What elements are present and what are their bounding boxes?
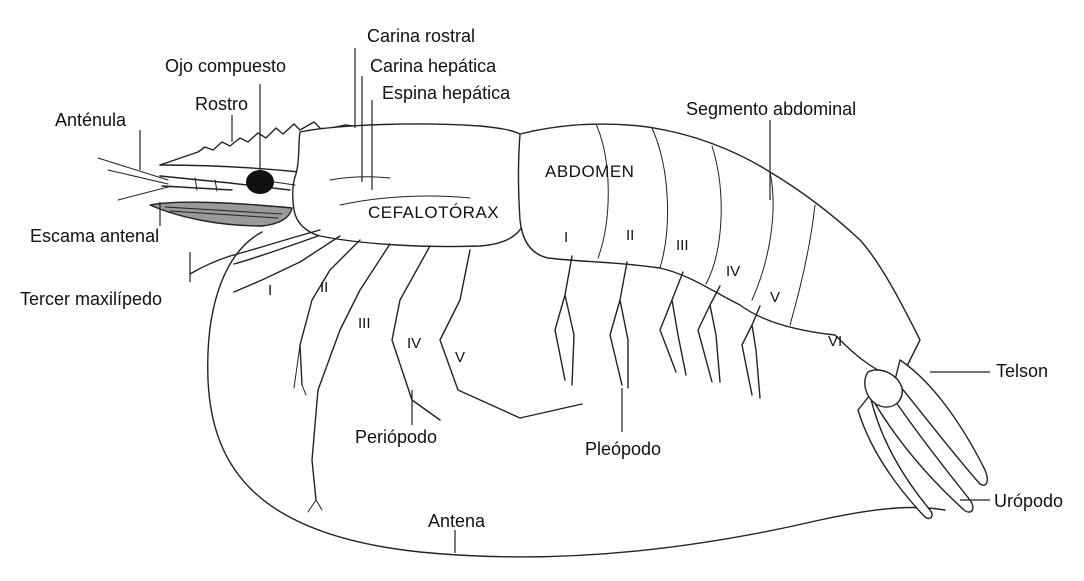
- carapace: [293, 124, 529, 247]
- label-antenula: Anténula: [55, 110, 127, 130]
- abdominal-numeral-6: VI: [828, 333, 842, 350]
- label-telson: Telson: [996, 361, 1048, 381]
- label-antena: Antena: [428, 511, 486, 531]
- tail-fan: [858, 360, 987, 518]
- abdominal-numeral-3: III: [676, 237, 689, 254]
- label-ojo-compuesto: Ojo compuesto: [165, 56, 286, 76]
- pereiopod-numeral-1: I: [268, 282, 272, 299]
- label-uropodo: Urópodo: [994, 491, 1063, 511]
- label-escama-antenal: Escama antenal: [30, 226, 159, 246]
- label-espina-hepatica: Espina hepática: [382, 83, 511, 103]
- abdominal-numeral-1: I: [564, 229, 568, 246]
- pereiopods: [190, 230, 582, 512]
- abdominal-numeral-5: V: [770, 289, 780, 306]
- compound-eye: [246, 170, 274, 194]
- label-abdomen: ABDOMEN: [545, 162, 634, 181]
- label-pleopodo: Pleópodo: [585, 439, 661, 459]
- label-segmento-abdominal: Segmento abdominal: [686, 99, 856, 119]
- label-rostro: Rostro: [195, 94, 248, 114]
- pereiopod-numeral-4: IV: [407, 335, 421, 352]
- label-periopodo: Periópodo: [355, 427, 437, 447]
- label-tercer-maxilipedo: Tercer maxilípedo: [20, 289, 162, 309]
- pereiopod-numeral-5: V: [455, 349, 465, 366]
- pereiopod-numeral-2: II: [320, 279, 328, 296]
- label-carina-hepatica: Carina hepática: [370, 56, 497, 76]
- label-cefalotorax: CEFALOTÓRAX: [368, 203, 499, 222]
- abdominal-numeral-4: IV: [726, 263, 740, 280]
- pereiopod-numeral-3: III: [358, 315, 371, 332]
- label-carina-rostral: Carina rostral: [367, 26, 475, 46]
- abdominal-numeral-2: II: [626, 227, 634, 244]
